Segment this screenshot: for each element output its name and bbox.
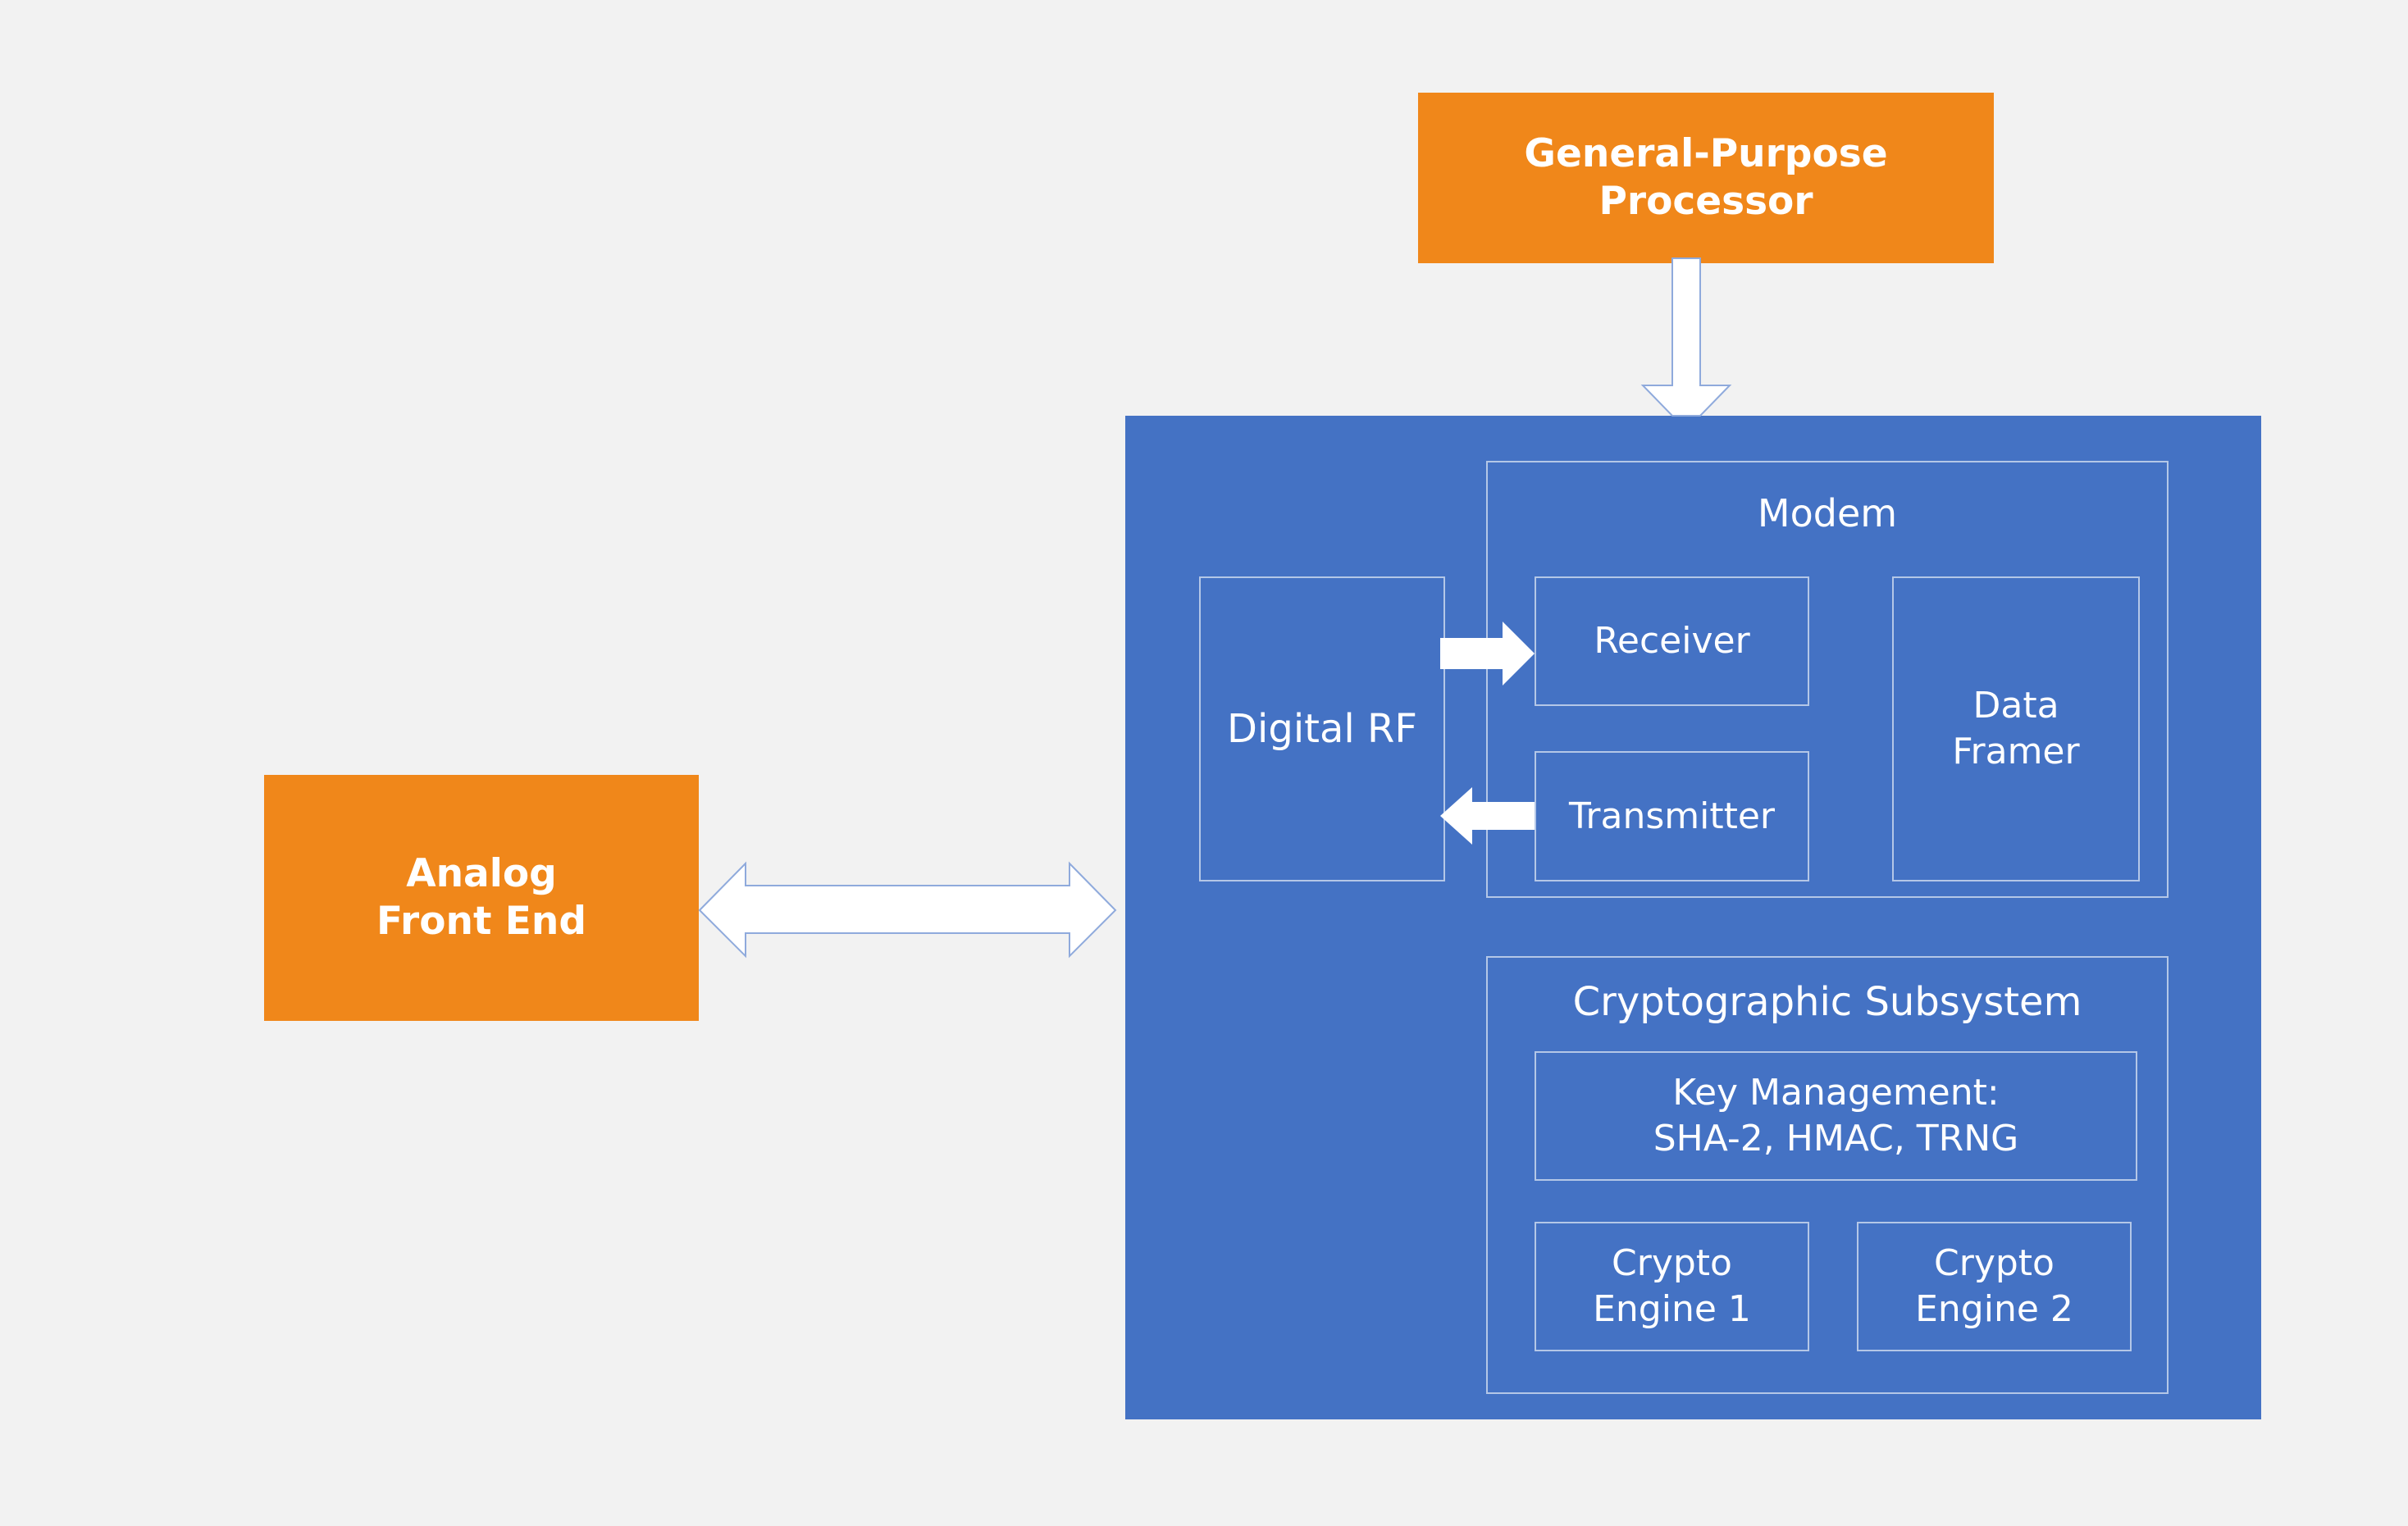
data-framer-label-line-2: Framer	[1952, 731, 2080, 772]
general-purpose-processor-block: General-Purpose Processor	[1418, 93, 1994, 263]
analog-front-end-label-line-1: Analog	[406, 851, 557, 896]
transmitter-label: Transmitter	[1568, 795, 1776, 837]
crypto-engine-2-label-line-2: Engine 2	[1915, 1288, 2073, 1330]
key-management-block: Key Management: SHA-2, HMAC, TRNG	[1535, 1051, 2137, 1181]
crypto-engine-1-block: Crypto Engine 1	[1535, 1222, 1809, 1351]
digital-rf-to-receiver-arrow	[1440, 622, 1535, 686]
data-framer-label-line-1: Data	[1972, 685, 2059, 727]
analog-soc-bidirectional-arrow	[698, 861, 1117, 959]
modem-container: Modem	[1486, 461, 2169, 898]
processor-to-soc-arrow	[1640, 257, 1732, 417]
crypto-engine-1-label-line-1: Crypto	[1612, 1242, 1732, 1284]
processor-label-line-1: General-Purpose	[1524, 131, 1888, 176]
transmitter-to-digital-rf-arrow	[1440, 787, 1535, 845]
cryptographic-subsystem-title: Cryptographic Subsystem	[1572, 979, 2082, 1025]
analog-front-end-label-line-2: Front End	[376, 899, 587, 944]
key-management-label-line-1: Key Management:	[1672, 1072, 2000, 1114]
digital-rf-block: Digital RF	[1199, 576, 1445, 881]
cryptographic-subsystem-container: Cryptographic Subsystem	[1486, 956, 2169, 1394]
receiver-label: Receiver	[1594, 620, 1750, 662]
processor-label-line-2: Processor	[1598, 179, 1813, 224]
soc-block	[1125, 416, 2261, 1419]
digital-rf-label: Digital RF	[1227, 706, 1417, 752]
key-management-label-line-2: SHA-2, HMAC, TRNG	[1653, 1118, 2019, 1159]
crypto-engine-2-block: Crypto Engine 2	[1857, 1222, 2132, 1351]
modem-title: Modem	[1757, 491, 1898, 535]
analog-front-end-block: Analog Front End	[264, 775, 699, 1021]
transmitter-block: Transmitter	[1535, 751, 1809, 881]
crypto-engine-2-label-line-1: Crypto	[1934, 1242, 2055, 1284]
crypto-engine-1-label-line-2: Engine 1	[1593, 1288, 1751, 1330]
data-framer-block: Data Framer	[1892, 576, 2140, 881]
receiver-block: Receiver	[1535, 576, 1809, 706]
